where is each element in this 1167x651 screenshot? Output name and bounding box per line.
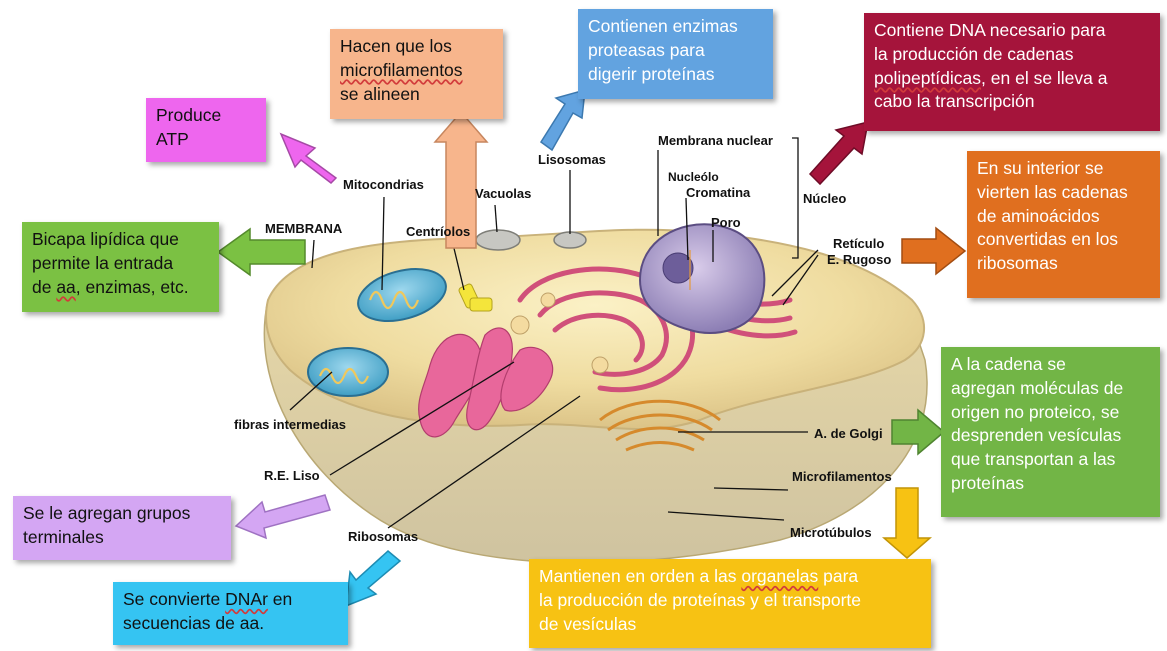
arrow-to-liso bbox=[234, 494, 331, 540]
ribosomas-line-1-a: Se convierte bbox=[123, 589, 226, 609]
arrow-to-lisosoma bbox=[539, 88, 586, 152]
arrow-to-ribosomas bbox=[345, 550, 402, 608]
mitochondrion-illustration bbox=[307, 268, 447, 397]
centriole-illustration bbox=[458, 283, 493, 312]
atp-line-1: Produce bbox=[156, 105, 222, 125]
label-reticulo: Retículo bbox=[833, 236, 885, 251]
microtub-line-1-c: para bbox=[818, 566, 859, 586]
label-mitocondrias: Mitocondrias bbox=[343, 177, 424, 192]
label-microfilamentos: Microfilamentos bbox=[792, 469, 892, 484]
liso-line-2: terminales bbox=[23, 526, 104, 547]
vacuole-illustration bbox=[475, 229, 609, 374]
reticulo-line-3: de aminoácidos bbox=[977, 205, 1100, 226]
reticulo-box: En su interior se vierten las cadenas de… bbox=[967, 151, 1160, 298]
membrana-line-1: Bicapa lipídica que bbox=[32, 229, 179, 249]
microtubulos-box: Mantienen en orden a las organelas para … bbox=[529, 559, 931, 648]
membrana-line-2: permite la entrada bbox=[32, 252, 174, 273]
golgi-box: A la cadena se agregan moléculas de orig… bbox=[941, 347, 1160, 517]
golgi-line-5: que transportan a las bbox=[951, 449, 1116, 470]
membrana-term-aa: aa bbox=[56, 276, 76, 297]
label-centriolos: Centríolos bbox=[406, 224, 471, 239]
label-membrana: MEMBRANA bbox=[265, 221, 343, 236]
ribosomas-term-dnar: DNAr bbox=[225, 589, 268, 609]
dna-line-4: cabo la transcripción bbox=[874, 91, 1035, 112]
dna-line-2: la producción de cadenas bbox=[874, 43, 1074, 64]
membrana-line-3-c: , enzimas, etc. bbox=[75, 276, 189, 297]
reticulo-line-4: convertidas en los bbox=[977, 229, 1119, 250]
label-fibras-intermedias: fibras intermedias bbox=[234, 417, 346, 432]
pointer-lines bbox=[289, 137, 819, 529]
liso-box: Se le agregan grupos terminales bbox=[13, 496, 231, 560]
label-er-rugoso: E. Rugoso bbox=[827, 252, 892, 267]
label-microtubulos: Microtúbulos bbox=[790, 525, 872, 540]
microtub-line-3: de vesículas bbox=[539, 613, 637, 634]
membrana-line-3: de aa, enzimas, etc. bbox=[32, 276, 209, 300]
reticulo-line-2: vierten las cadenas bbox=[977, 181, 1128, 202]
ribosomas-line-2: secuencias de aa. bbox=[123, 612, 265, 633]
lisosoma-line-2: proteasas para bbox=[588, 39, 705, 60]
golgi-line-1: A la cadena se bbox=[951, 354, 1066, 374]
dna-line-3-rest: , en el se lleva a bbox=[981, 67, 1108, 88]
golgi-line-6: proteínas bbox=[951, 472, 1024, 493]
liso-line-1: Se le agregan grupos bbox=[23, 503, 191, 523]
microtub-line-1-a: Mantienen en orden a las bbox=[539, 566, 742, 586]
label-ribosomas: Ribosomas bbox=[348, 529, 419, 544]
label-cromatina: Cromatina bbox=[686, 185, 751, 200]
ribosomas-box: Se convierte DNAr en secuencias de aa. bbox=[113, 582, 348, 645]
nucleus-illustration bbox=[638, 223, 766, 334]
arrow-to-reticulo bbox=[901, 226, 967, 276]
ribosomas-line-1: Se convierte DNAr en bbox=[123, 588, 338, 612]
arrow-to-nucleo bbox=[808, 120, 869, 186]
lisosoma-box: Contienen enzimas proteasas para digerir… bbox=[578, 9, 773, 99]
label-nucleolo: Nucleólo bbox=[668, 170, 719, 184]
microtub-line-1: Mantienen en orden a las organelas para bbox=[539, 565, 921, 589]
dna-line-3: polipeptídicas, en el se lleva a bbox=[874, 67, 1150, 91]
arrow-to-microtubulos bbox=[881, 487, 933, 559]
label-nucleo: Núcleo bbox=[803, 191, 847, 206]
lisosoma-line-3: digerir proteínas bbox=[588, 63, 715, 84]
arrows bbox=[216, 88, 967, 608]
arrow-to-membrana bbox=[216, 227, 306, 277]
label-membrana-nuclear: Membrana nuclear bbox=[658, 133, 773, 148]
arrow-to-atp bbox=[279, 132, 338, 184]
reticulo-line-5: ribosomas bbox=[977, 253, 1058, 274]
arrow-to-microfilamentos bbox=[433, 110, 489, 249]
golgi-line-3: origen no proteico, se bbox=[951, 401, 1120, 422]
microtub-line-2: la producción de proteínas y el transpor… bbox=[539, 589, 861, 610]
atp-box: Produce ATP bbox=[146, 98, 266, 162]
dna-box: Contiene DNA necesario para la producció… bbox=[864, 13, 1160, 131]
microfilamentos-box: Hacen que los microfilamentos se alineen bbox=[330, 29, 503, 119]
dna-term-polipeptidicas: polipeptídicas bbox=[874, 67, 982, 88]
ribosomas-line-1-c: en bbox=[267, 589, 293, 609]
microfil-line-1: Hacen que los bbox=[340, 36, 452, 56]
golgi-line-4: desprenden vesículas bbox=[951, 425, 1122, 446]
label-poro: Poro bbox=[711, 215, 741, 230]
microfil-line-3: se alineen bbox=[340, 83, 420, 104]
cell-body bbox=[263, 228, 928, 564]
arrow-to-golgi bbox=[891, 408, 946, 456]
label-golgi: A. de Golgi bbox=[814, 426, 883, 441]
label-lisosomas: Lisosomas bbox=[538, 152, 606, 167]
atp-line-2: ATP bbox=[156, 128, 189, 149]
membrana-line-3-a: de bbox=[32, 276, 57, 297]
label-re-liso: R.E. Liso bbox=[264, 468, 320, 483]
lisosoma-line-1: Contienen enzimas bbox=[588, 16, 738, 36]
microtub-term-organelas: organelas bbox=[741, 566, 819, 586]
microfil-line-2: microfilamentos bbox=[340, 59, 463, 80]
dna-line-1: Contiene DNA necesario para bbox=[874, 20, 1106, 40]
reticulo-line-1: En su interior se bbox=[977, 158, 1104, 178]
label-vacuolas: Vacuolas bbox=[475, 186, 532, 201]
golgi-line-2: agregan moléculas de bbox=[951, 377, 1124, 398]
membrana-box: Bicapa lipídica que permite la entrada d… bbox=[22, 222, 219, 312]
golgi-illustration bbox=[599, 399, 721, 452]
